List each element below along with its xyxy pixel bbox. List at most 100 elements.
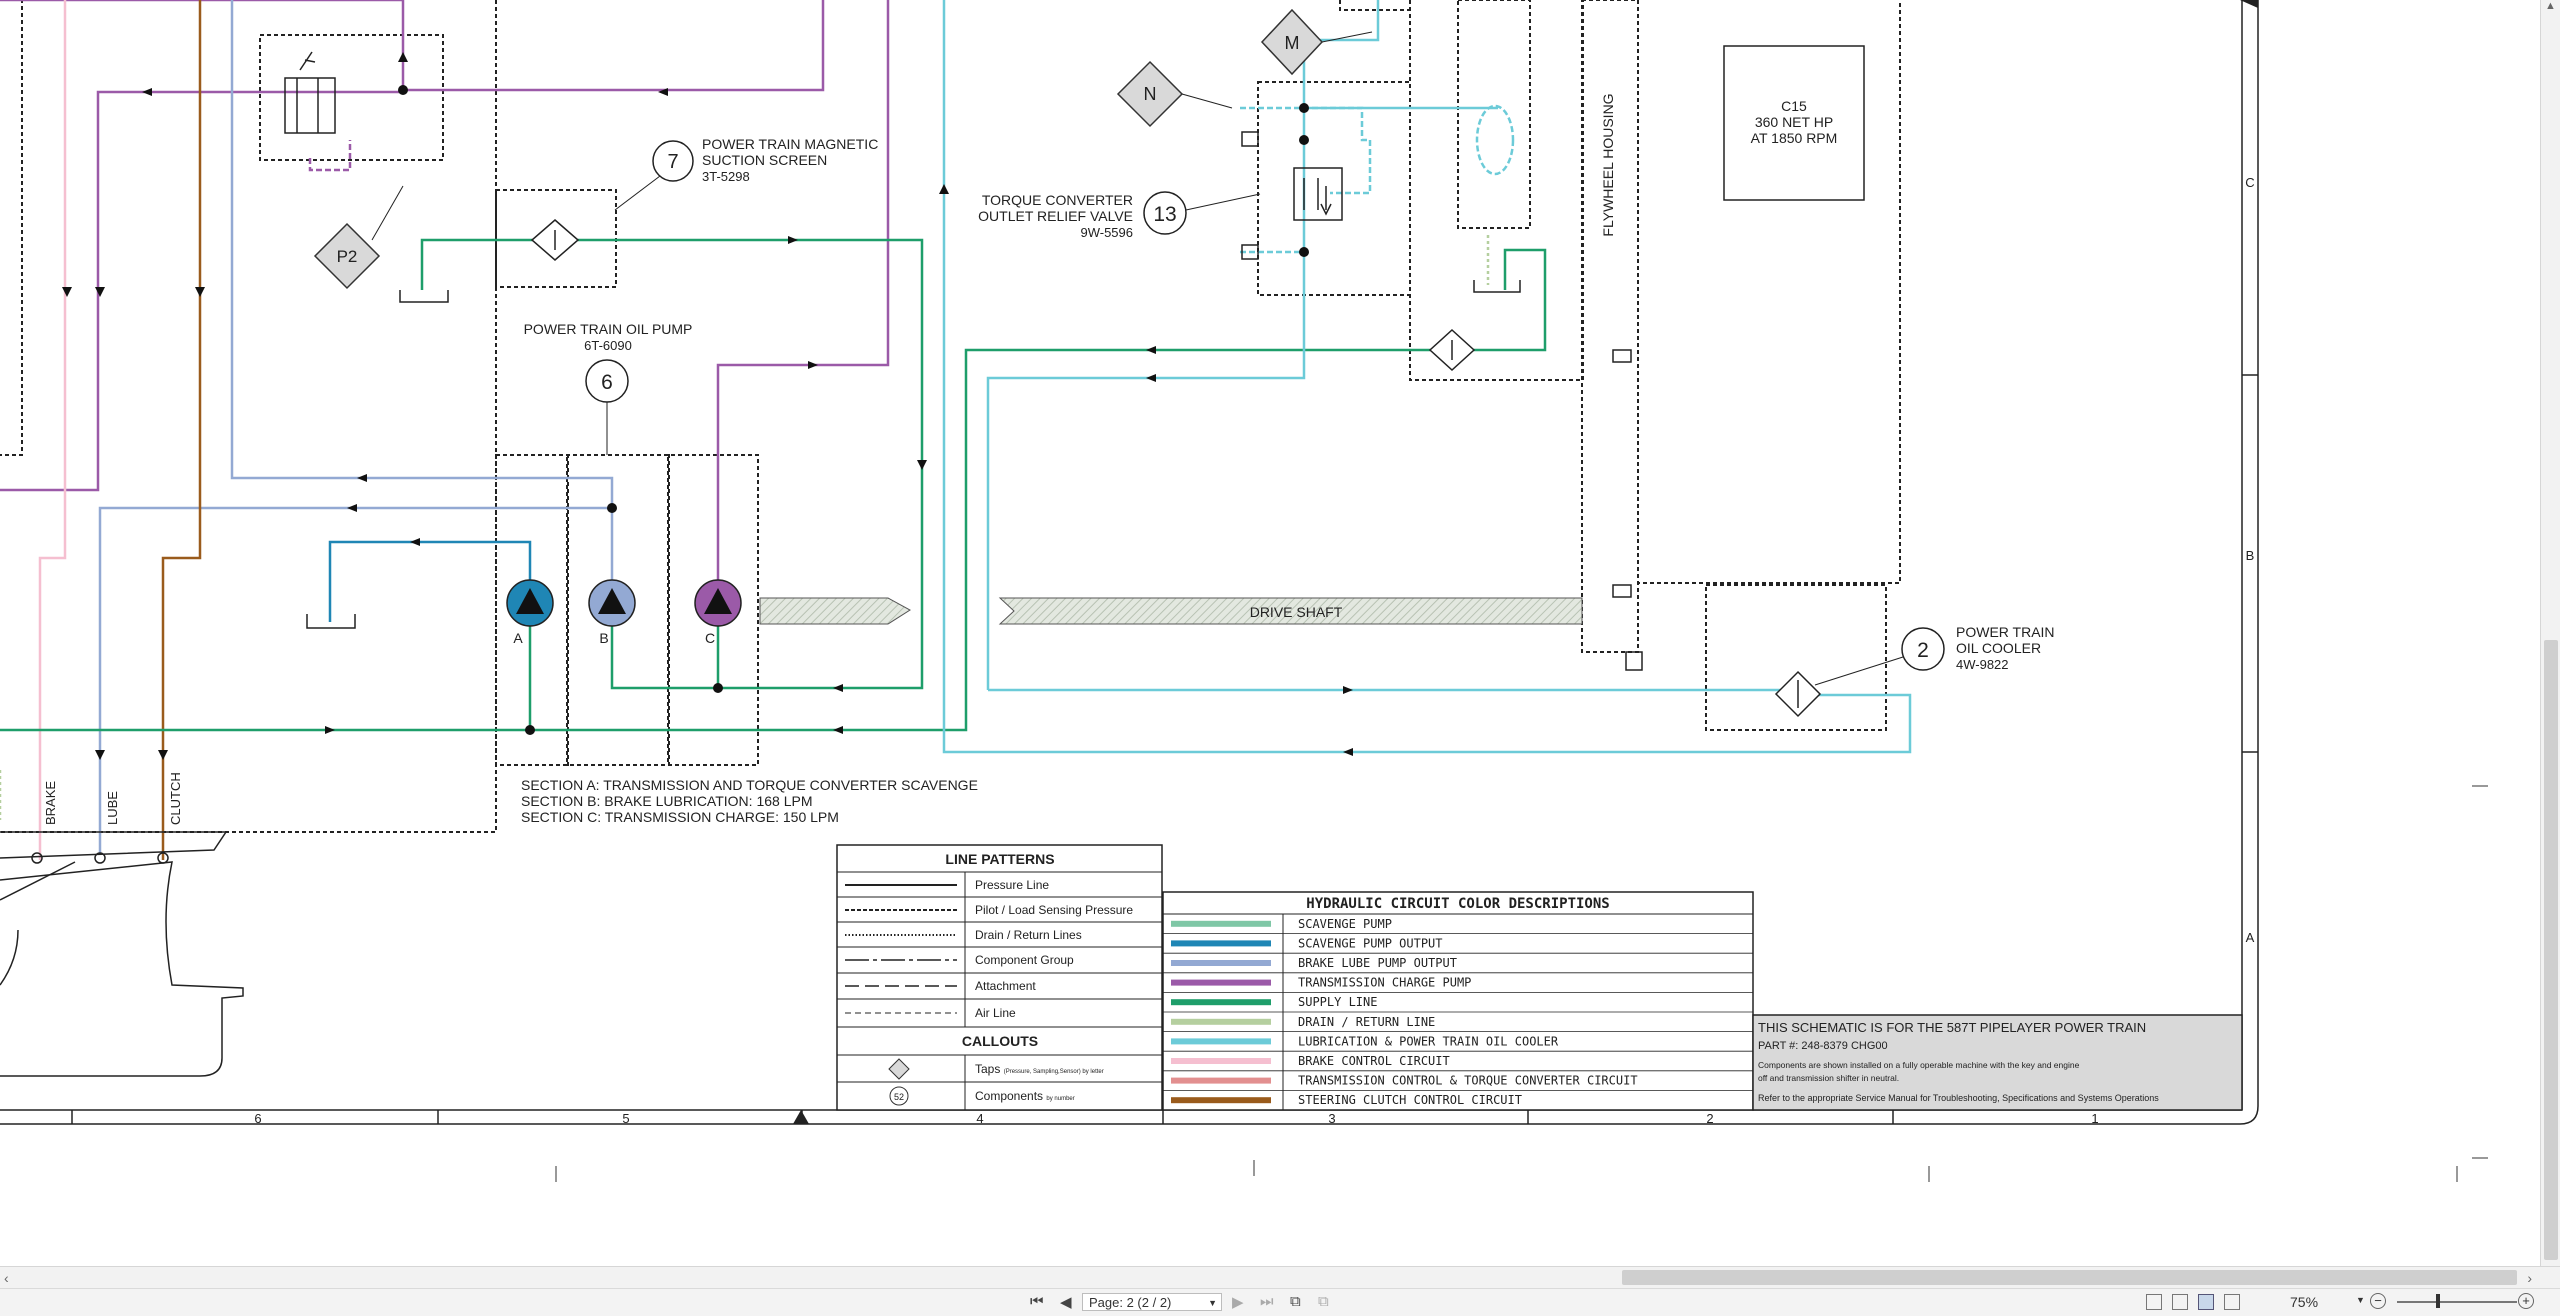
grid-row-b: B	[2246, 548, 2255, 563]
color-row-label: BRAKE CONTROL CIRCUIT	[1298, 1054, 1450, 1068]
callouts-components: Components by number	[975, 1089, 1075, 1103]
engine-box	[1723, 45, 1865, 201]
color-swatch	[1171, 1097, 1271, 1104]
first-page-icon[interactable]: ⏮	[1030, 1293, 1044, 1310]
color-swatch	[1171, 1077, 1271, 1084]
color-descriptions-table: HYDRAULIC CIRCUIT COLOR DESCRIPTIONS SCA…	[1162, 891, 1754, 1111]
svg-text:N: N	[1144, 84, 1157, 104]
scroll-up-icon[interactable]: ▲	[2545, 0, 2556, 12]
frame-corner-mark	[2240, 0, 2258, 8]
callouts-title: CALLOUTS	[962, 1033, 1038, 1049]
color-row-label: LUBRICATION & POWER TRAIN OIL COOLER	[1298, 1034, 1559, 1048]
callouts-taps: Taps (Pressure, Sampling,Sensor) by lett…	[975, 1062, 1104, 1076]
oil-pump-part: 6T-6090	[584, 338, 632, 353]
grid-col-6: 6	[254, 1111, 261, 1126]
last-page-icon[interactable]: ⏭	[1260, 1293, 1274, 1310]
vertical-scroll-thumb[interactable]	[2544, 640, 2558, 1260]
color-row-label: SUPPLY LINE	[1298, 995, 1377, 1009]
color-row-label: SCAVENGE PUMP	[1298, 917, 1392, 931]
grid-col-4: 4	[976, 1111, 983, 1126]
color-row-label: DRAIN / RETURN LINE	[1298, 1015, 1435, 1029]
svg-text:13: 13	[1153, 203, 1176, 226]
color-swatch	[1171, 999, 1271, 1006]
section-a-note: SECTION A: TRANSMISSION AND TORQUE CONVE…	[521, 777, 978, 793]
book-view-icon[interactable]	[2172, 1294, 2188, 1310]
zoom-dropdown-icon[interactable]: ▼	[2356, 1295, 2365, 1305]
frame-center-mark	[793, 1110, 809, 1124]
svg-text:2: 2	[1917, 639, 1929, 662]
clutch-label-clutch: CLUTCH	[168, 772, 183, 825]
zoom-slider-thumb[interactable]	[2436, 1294, 2440, 1308]
grid-col-5: 5	[622, 1111, 629, 1126]
color-swatch	[1171, 920, 1271, 927]
single-page-view-icon[interactable]	[2146, 1294, 2162, 1310]
page-indicator[interactable]: Page: 2 (2 / 2) ▼	[1082, 1293, 1222, 1311]
magnetic-screen-label-1: POWER TRAIN MAGNETIC	[702, 136, 878, 152]
line-patterns-title: LINE PATTERNS	[945, 851, 1054, 867]
viewer-status-bar: ⏮ ◀ Page: 2 (2 / 2) ▼ ▶ ⏭ ⧉ ⧉ 75% ▼ − +	[0, 1288, 2560, 1316]
engine-rpm: AT 1850 RPM	[1751, 130, 1838, 146]
drive-shaft-left	[759, 597, 911, 625]
pattern-attachment: Attachment	[975, 979, 1036, 993]
flywheel-housing-label: FLYWHEEL HOUSING	[1600, 93, 1616, 236]
flow-arrows	[62, 52, 1353, 760]
svg-text:B: B	[599, 630, 608, 646]
filter-symbols	[530, 219, 1822, 718]
magnetic-screen-label-2: SUCTION SCREEN	[702, 152, 827, 168]
color-swatch	[1171, 1058, 1271, 1064]
scroll-left-icon[interactable]: ‹	[4, 1270, 9, 1286]
callout-sample-number: 52	[894, 1092, 904, 1102]
oil-cooler-label-1: POWER TRAIN	[1956, 624, 2055, 640]
horizontal-scrollbar[interactable]: ‹ ›	[0, 1266, 2560, 1289]
grid-col-2: 2	[1706, 1111, 1713, 1126]
grid-col-3: 3	[1328, 1111, 1335, 1126]
clutch-label-brake: BRAKE	[43, 781, 58, 825]
drive-shaft-label: DRIVE SHAFT	[1250, 604, 1343, 620]
section-c-note: SECTION C: TRANSMISSION CHARGE: 150 LPM	[521, 809, 839, 825]
grid-row-a: A	[2246, 930, 2255, 945]
reservoir-symbols	[306, 280, 1643, 671]
note-line-3: Refer to the appropriate Service Manual …	[1758, 1093, 2159, 1103]
svg-text:M: M	[1285, 33, 1300, 53]
svg-text:C: C	[705, 630, 715, 646]
tap-m: M	[1260, 8, 1373, 76]
vertical-scrollbar[interactable]: ▲	[2540, 0, 2560, 1266]
zoom-slider[interactable]	[2397, 1301, 2517, 1303]
grid-col-1: 1	[2091, 1111, 2098, 1126]
horizontal-scroll-thumb[interactable]	[1622, 1270, 2517, 1285]
drive-shaft-right	[998, 597, 1583, 625]
scroll-right-icon[interactable]: ›	[2527, 1270, 2532, 1286]
color-swatch	[1171, 960, 1271, 966]
note-line-2: off and transmission shifter in neutral.	[1758, 1073, 1899, 1083]
color-swatch	[1171, 979, 1271, 986]
previous-page-icon[interactable]: ◀	[1060, 1294, 1072, 1311]
pattern-pressure-line: Pressure Line	[975, 878, 1049, 892]
next-page-icon[interactable]: ▶	[1232, 1294, 1244, 1311]
color-row-label: TRANSMISSION CONTROL & TORQUE CONVERTER …	[1298, 1074, 1638, 1088]
oil-pump-label: POWER TRAIN OIL PUMP	[524, 321, 693, 337]
pattern-component-group: Component Group	[975, 953, 1074, 967]
page-dropdown-icon[interactable]: ▼	[1208, 1298, 1217, 1308]
pump-a: A	[506, 579, 554, 646]
multi-page-view-icon[interactable]	[2224, 1294, 2240, 1310]
page-layout-icon[interactable]: ⧉	[1290, 1293, 1301, 1310]
svg-text:6: 6	[601, 371, 613, 394]
schematic-canvas: 6 5 4 3 2 1 C B A	[0, 0, 2488, 1182]
copy-page-icon[interactable]: ⧉	[1318, 1293, 1329, 1310]
color-row-label: STEERING CLUTCH CONTROL CIRCUIT	[1298, 1093, 1522, 1107]
engine-hp: 360 NET HP	[1755, 114, 1833, 130]
outer-tick-marks	[555, 785, 2488, 1182]
pump-c: C	[694, 579, 742, 646]
zoom-in-icon[interactable]: +	[2518, 1293, 2534, 1309]
line-patterns-legend: LINE PATTERNS Pressure Line Pilot / Load…	[836, 844, 1163, 1111]
two-page-view-icon[interactable]	[2198, 1294, 2214, 1310]
tap-n: N	[1116, 60, 1233, 128]
junction-dots	[398, 85, 1309, 735]
color-swatch	[1171, 940, 1271, 947]
zoom-level[interactable]: 75%	[2290, 1294, 2319, 1310]
svg-text:P2: P2	[337, 247, 358, 266]
pattern-air-line: Air Line	[975, 1006, 1016, 1020]
pump-b: B	[588, 579, 636, 646]
zoom-out-icon[interactable]: −	[2370, 1293, 2386, 1309]
title-block: THIS SCHEMATIC IS FOR THE 587T PIPELAYER…	[1752, 1014, 2243, 1111]
